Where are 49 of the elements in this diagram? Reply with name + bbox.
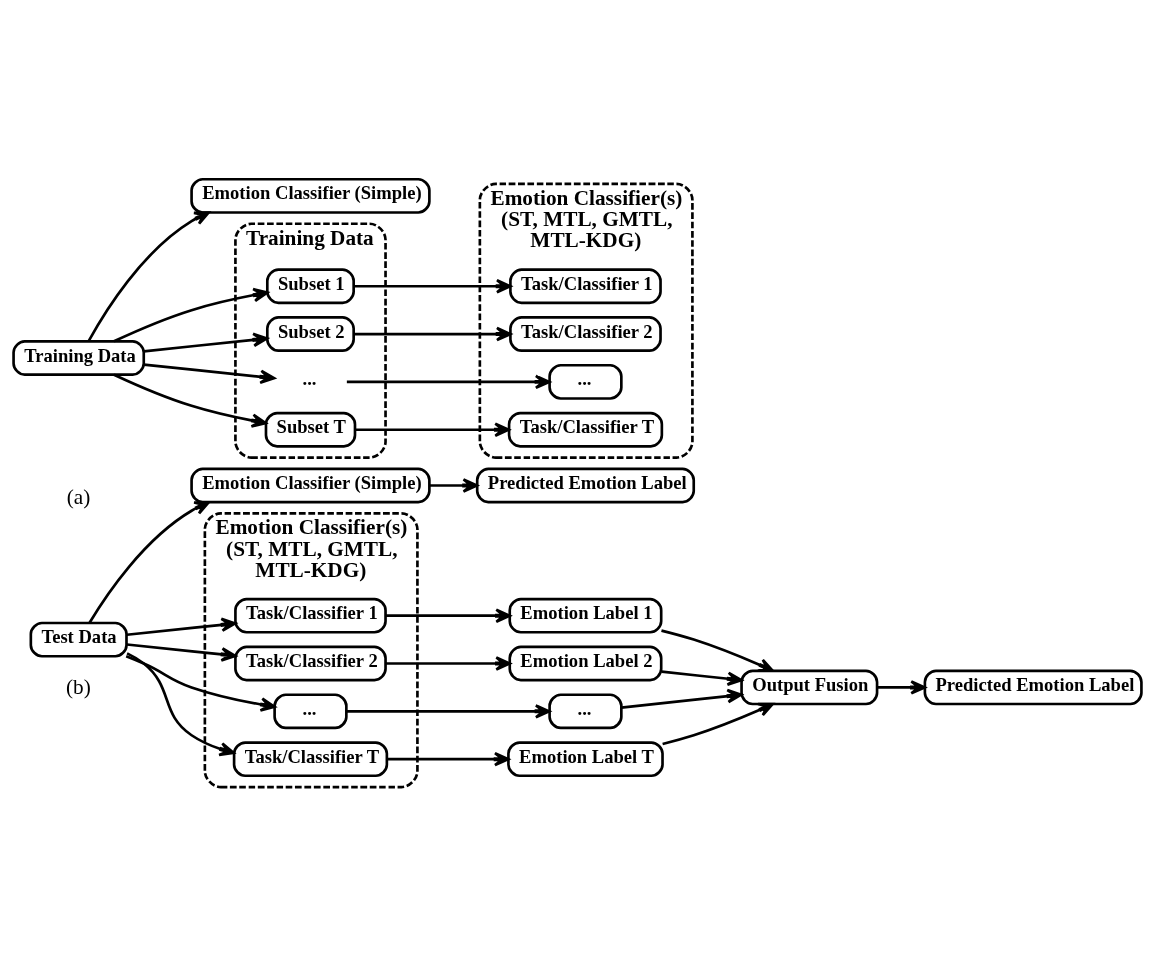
arrow <box>126 617 237 636</box>
node-box: Training Data <box>12 339 146 376</box>
node-box: Emotion Classifier (Simple) <box>190 177 431 214</box>
node-box: Subset 1 <box>266 267 355 304</box>
arrow <box>621 688 743 709</box>
node-box: Emotion Classifier (Simple) <box>190 467 431 503</box>
arrow <box>661 628 774 672</box>
arrow <box>88 500 210 623</box>
node-box: ... <box>273 692 348 729</box>
arrow <box>87 210 210 342</box>
arrow <box>126 642 237 662</box>
arrow <box>346 374 551 389</box>
node-box: Task/Classifier 2 <box>509 315 662 352</box>
arrow <box>386 751 510 766</box>
arrow <box>125 654 276 712</box>
node-box: Task/Classifier T <box>507 411 664 448</box>
label: (a) <box>66 484 91 509</box>
arrow <box>143 362 276 384</box>
node-box: Emotion Label T <box>507 740 664 777</box>
node-box: Task/Classifier 2 <box>234 645 387 681</box>
arrow <box>353 326 512 341</box>
arrow <box>113 287 269 342</box>
node-box: Output Fusion <box>740 669 879 705</box>
arrow <box>113 373 267 428</box>
node-box: Task/Classifier 1 <box>509 267 662 304</box>
node-box: Task/Classifier 1 <box>234 597 387 634</box>
node-box: ... <box>548 363 623 400</box>
node-box: Subset 2 <box>266 315 355 352</box>
arrow <box>662 702 774 745</box>
node-box: Task/Classifier T <box>232 740 389 777</box>
node-text: ... <box>302 367 317 389</box>
node-box: Test Data <box>29 621 128 658</box>
arrow <box>385 607 511 623</box>
node-box: Subset T <box>264 411 357 448</box>
arrow <box>355 421 510 437</box>
arrow <box>126 651 235 756</box>
node-box: Emotion Label 2 <box>508 645 663 681</box>
node-box: Emotion Label 1 <box>508 597 663 634</box>
arrow <box>877 679 926 695</box>
arrow <box>346 703 551 719</box>
arrow <box>143 332 269 353</box>
arrow <box>661 669 743 686</box>
label: (b) <box>66 674 91 699</box>
arrow <box>353 278 512 294</box>
node-box: ... <box>548 692 623 729</box>
node-box: Predicted Emotion Label <box>923 669 1143 705</box>
arrow <box>385 655 511 671</box>
arrow <box>429 477 479 493</box>
node-box: Predicted Emotion Label <box>475 467 696 503</box>
